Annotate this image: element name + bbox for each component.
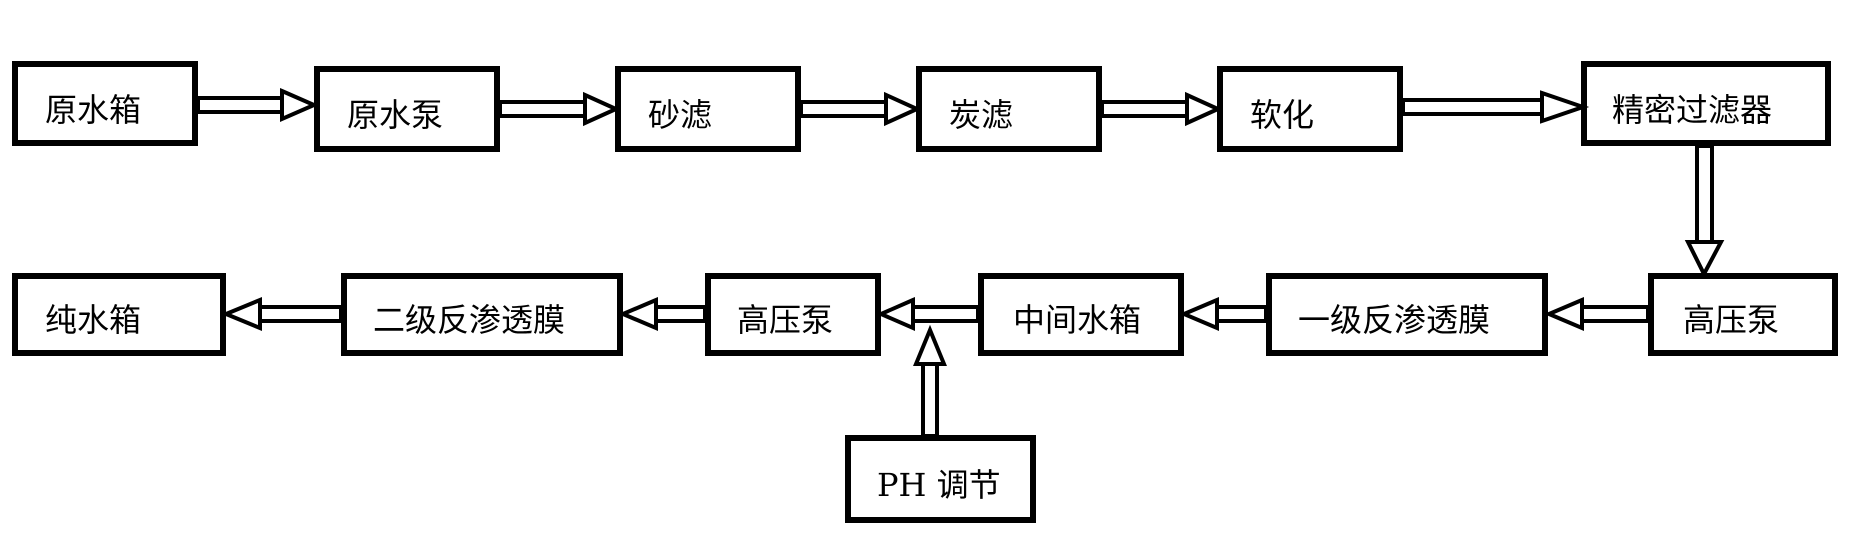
box-carbon-filter-label: 炭滤: [949, 96, 1013, 134]
box-pure-water-tank: 纯水箱: [12, 273, 226, 356]
arrow-pump1-to-primary-ro: [1543, 296, 1650, 332]
box-pure-water-tank-label: 纯水箱: [45, 301, 141, 339]
box-ph-adjust: PH 调节: [845, 435, 1036, 523]
arrow-sand-to-carbon: [799, 91, 922, 127]
box-high-pressure-pump-2: 高压泵: [705, 273, 881, 356]
arrow-precision-to-pump1: [1684, 144, 1725, 279]
arrow-pump-to-sand: [498, 91, 621, 127]
arrow-secondary-ro-to-pure-tank: [220, 297, 343, 331]
arrow-pump2-to-secondary-ro: [617, 296, 707, 332]
arrow-ph-adjust-up: [913, 324, 947, 438]
box-softening-label: 软化: [1250, 96, 1314, 134]
box-secondary-ro: 二级反渗透膜: [341, 273, 623, 356]
box-sand-filter-label: 砂滤: [648, 96, 712, 134]
box-ph-adjust-label: PH 调节: [877, 466, 1001, 504]
arrow-carbon-to-softening: [1100, 91, 1223, 127]
box-raw-water-tank: 原水箱: [12, 61, 198, 146]
box-precision-filter-label: 精密过滤器: [1612, 91, 1772, 129]
arrow-softening-to-precision: [1401, 90, 1590, 124]
box-carbon-filter: 炭滤: [916, 66, 1102, 152]
box-raw-water-pump: 原水泵: [314, 66, 500, 152]
box-raw-water-pump-label: 原水泵: [347, 96, 443, 134]
box-intermediate-tank: 中间水箱: [978, 273, 1184, 356]
box-sand-filter: 砂滤: [615, 66, 801, 152]
arrow-intermediate-to-pump2: [876, 296, 980, 332]
box-primary-ro-label: 一级反渗透膜: [1298, 301, 1490, 339]
box-raw-water-tank-label: 原水箱: [45, 91, 141, 129]
arrow-primary-ro-to-intermediate: [1178, 296, 1268, 332]
arrow-tank-to-pump: [196, 87, 319, 123]
box-primary-ro: 一级反渗透膜: [1266, 273, 1548, 356]
box-secondary-ro-label: 二级反渗透膜: [373, 301, 565, 339]
box-precision-filter: 精密过滤器: [1581, 61, 1831, 146]
box-high-pressure-pump-1-label: 高压泵: [1683, 301, 1779, 339]
box-intermediate-tank-label: 中间水箱: [1013, 301, 1141, 339]
box-softening: 软化: [1217, 66, 1403, 152]
box-high-pressure-pump-1: 高压泵: [1648, 273, 1838, 356]
box-high-pressure-pump-2-label: 高压泵: [737, 301, 833, 339]
